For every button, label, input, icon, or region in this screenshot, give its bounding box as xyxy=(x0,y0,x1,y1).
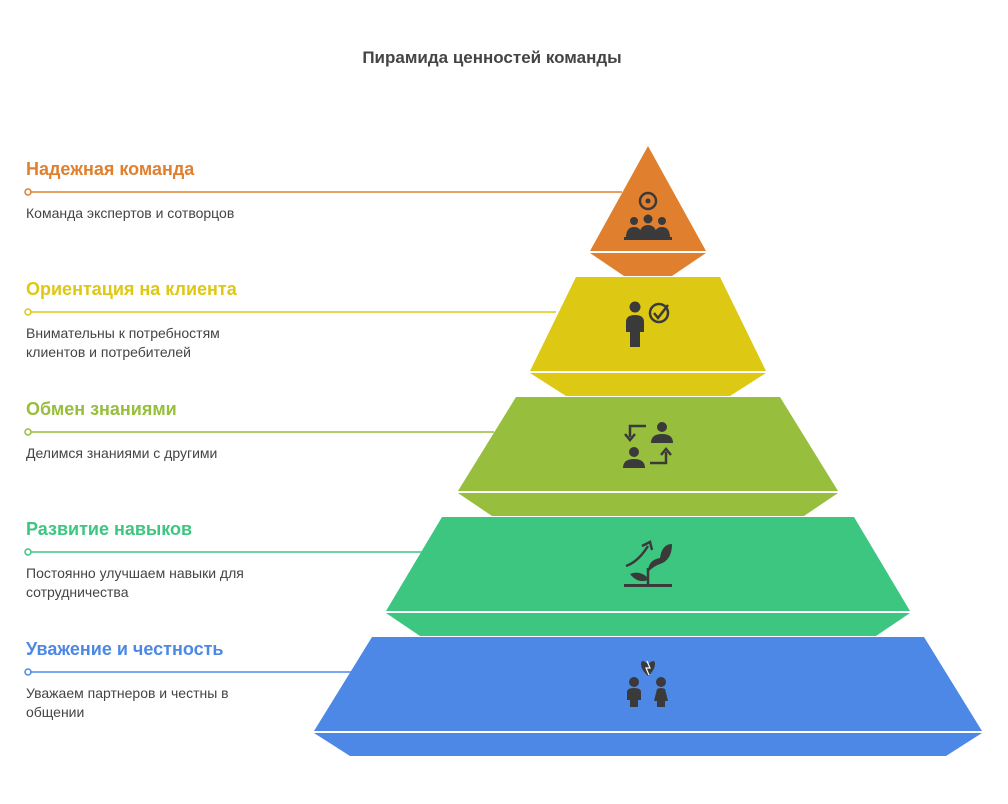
tier-3-description: Делимся знаниями с другими xyxy=(26,445,218,461)
tier-5-description: Уважаем партнеров и честны в общении xyxy=(26,685,229,720)
growth-plant-icon xyxy=(624,540,672,587)
connector-dot-tier-3 xyxy=(24,428,32,436)
connector-dot-tier-4 xyxy=(24,548,32,556)
tier-5-text: Уважение и честность Уважаем партнеров и… xyxy=(26,638,326,722)
tier-3-heading: Обмен знаниями xyxy=(26,399,177,419)
pyramid-tier-5 xyxy=(314,637,982,756)
tier-1-text: Надежная команда Команда экспертов и сот… xyxy=(26,158,326,223)
tier-5-heading: Уважение и честность xyxy=(26,639,224,659)
tier-1-heading: Надежная команда xyxy=(26,159,195,179)
tier-2-heading: Ориентация на клиента xyxy=(26,279,237,299)
tier-3-text: Обмен знаниями Делимся знаниями с другим… xyxy=(26,398,326,463)
customer-check-icon xyxy=(626,301,670,347)
tier-2-text: Ориентация на клиента Внимательны к потр… xyxy=(26,278,326,362)
tier-4-description: Постоянно улучшаем навыки для сотрудниче… xyxy=(26,565,244,600)
pyramid-tier-2 xyxy=(530,277,766,396)
pyramid-tier-1 xyxy=(590,146,706,276)
tier-4-heading: Развитие навыков xyxy=(26,519,193,539)
knowledge-exchange-icon xyxy=(623,422,673,468)
connector-dot-tier-5 xyxy=(24,668,32,676)
tier-4-text: Развитие навыков Постоянно улучшаем навы… xyxy=(26,518,326,602)
connector-dot-tier-1 xyxy=(24,188,32,196)
tier-2-description: Внимательны к потребностям клиентов и по… xyxy=(26,325,220,360)
page-title: Пирамида ценностей команды xyxy=(362,48,622,67)
connector-lines xyxy=(24,188,622,676)
tier-1-description: Команда экспертов и сотворцов xyxy=(26,205,235,221)
pyramid-tier-4 xyxy=(386,517,910,636)
connector-dot-tier-2 xyxy=(24,308,32,316)
pyramid-tier-3 xyxy=(458,397,838,516)
people-talk-icon xyxy=(627,660,668,707)
team-icon xyxy=(624,191,672,240)
